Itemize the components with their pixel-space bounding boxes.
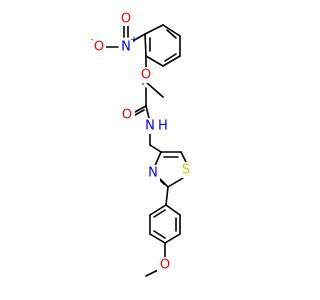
bond-lines bbox=[104, 23, 187, 277]
thiazole-sulfur-label: S bbox=[182, 163, 190, 178]
nitro-oxygen-double-label: O bbox=[121, 12, 131, 27]
nitro-oxygen-minus-label: O bbox=[94, 40, 104, 55]
nitro-nitrogen-charge: + bbox=[130, 35, 138, 45]
methoxy-oxygen-label: O bbox=[160, 258, 170, 273]
nitro-nitrogen-label: N bbox=[121, 40, 131, 55]
amide-nitrogen-label: N bbox=[145, 119, 155, 134]
thiazole-nitrogen-label: N bbox=[148, 166, 158, 181]
nitro-oxygen-minus-charge: - bbox=[90, 35, 93, 45]
molecule-structure-diagram: N + O - O O O N H S N O bbox=[90, 11, 193, 277]
ether-oxygen-label: O bbox=[141, 68, 151, 83]
amide-hydrogen-label: H bbox=[158, 119, 168, 134]
atom-labels: N + O - O O O N H S N O bbox=[90, 11, 193, 273]
carbonyl-oxygen-label: O bbox=[122, 108, 132, 123]
